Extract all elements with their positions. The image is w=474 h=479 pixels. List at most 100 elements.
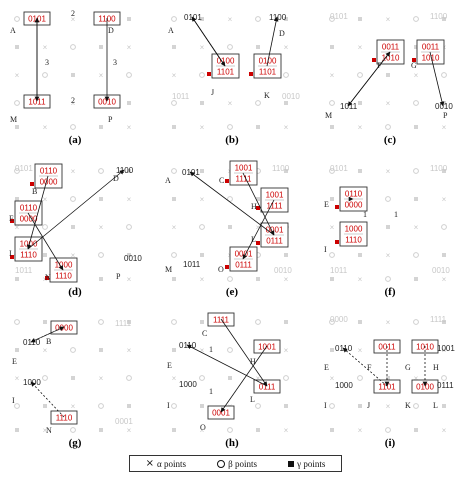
lattice-gamma-point xyxy=(386,73,390,77)
lattice-gamma-point xyxy=(15,348,19,352)
lattice-beta-point xyxy=(70,44,76,50)
point-label: 1 xyxy=(394,210,398,219)
lattice-beta-point xyxy=(441,72,447,78)
point-code: 0010 xyxy=(124,254,142,263)
lattice-gamma-point xyxy=(200,17,204,21)
lattice-beta-point xyxy=(227,427,233,433)
lattice-beta-point xyxy=(255,16,261,22)
panel-caption: (h) xyxy=(225,437,239,449)
lattice-gamma-point xyxy=(330,45,334,49)
lattice-alpha-point: × xyxy=(284,275,289,284)
lattice-alpha-point: × xyxy=(386,318,391,327)
lattice-alpha-point: × xyxy=(414,223,419,232)
transition-arrow xyxy=(220,318,268,387)
panel-caption: (c) xyxy=(384,134,397,146)
lattice-beta-point xyxy=(171,403,177,409)
lattice-beta-point xyxy=(357,72,363,78)
code-box-text: 1001 xyxy=(258,343,276,352)
lattice-beta-point xyxy=(385,276,391,282)
point-label: L xyxy=(433,401,438,410)
code-box-text: 0010 xyxy=(98,98,116,107)
lattice-beta-point xyxy=(98,168,104,174)
lattice-gamma-point xyxy=(99,348,103,352)
lattice-gamma-point xyxy=(43,404,47,408)
lattice-gamma-point xyxy=(386,225,390,229)
lattice-beta-point xyxy=(98,319,104,325)
panel-caption: (d) xyxy=(68,286,82,298)
panel-caption: (a) xyxy=(69,134,82,146)
lattice-beta-point xyxy=(385,124,391,130)
lattice-gamma-point xyxy=(256,277,260,281)
lattice-gamma-point xyxy=(330,125,334,129)
ghost-code: 1111 xyxy=(115,319,132,328)
point-label: M xyxy=(10,115,17,124)
ghost-code: 0010 xyxy=(274,266,292,275)
cross-icon: × xyxy=(145,458,154,469)
lattice-gamma-point xyxy=(15,277,19,281)
lattice-beta-point xyxy=(385,427,391,433)
gamma-marker xyxy=(225,179,229,183)
lattice-beta-point xyxy=(227,44,233,50)
lattice-alpha-point: × xyxy=(200,43,205,52)
ghost-code: 0010 xyxy=(432,266,450,275)
lattice-beta-point xyxy=(413,403,419,409)
transition-arrow xyxy=(220,345,268,413)
panel-caption: (i) xyxy=(385,437,396,449)
stacked-code-top: 0011 xyxy=(422,43,440,52)
transition-arrow xyxy=(30,381,65,418)
lattice-beta-point xyxy=(14,16,20,22)
lattice-alpha-point: × xyxy=(127,43,132,52)
lattice-beta-point xyxy=(413,168,419,174)
lattice-beta-point xyxy=(283,375,289,381)
lattice-alpha-point: × xyxy=(330,223,335,232)
lattice-beta-point xyxy=(227,124,233,130)
stacked-code-bottom: 1111 xyxy=(235,175,252,184)
lattice-gamma-point xyxy=(200,404,204,408)
lattice-beta-point xyxy=(357,375,363,381)
gamma-marker xyxy=(10,255,14,259)
lattice-beta-point xyxy=(14,168,20,174)
stacked-code-bottom: 1010 xyxy=(422,54,440,63)
ghost-code: 1100 xyxy=(430,12,448,21)
point-label: K xyxy=(264,91,270,100)
point-label: E xyxy=(324,200,329,209)
lattice-alpha-point: × xyxy=(386,15,391,24)
lattice-gamma-point xyxy=(256,125,260,129)
gamma-marker xyxy=(335,240,339,244)
lattice-gamma-point xyxy=(256,197,260,201)
lattice-beta-point xyxy=(199,224,205,230)
point-label: I xyxy=(324,245,327,254)
lattice-beta-point xyxy=(441,375,447,381)
point-label: J xyxy=(367,401,370,410)
lattice-alpha-point: × xyxy=(442,195,447,204)
lattice-alpha-point: × xyxy=(284,123,289,132)
transition-arrow xyxy=(27,212,64,271)
lattice-gamma-point xyxy=(330,348,334,352)
lattice-alpha-point: × xyxy=(71,15,76,24)
lattice-alpha-point: × xyxy=(99,71,104,80)
lattice-alpha-point: × xyxy=(71,402,76,411)
lattice-gamma-point xyxy=(414,428,418,432)
lattice-alpha-point: × xyxy=(386,251,391,260)
lattice-alpha-point: × xyxy=(256,223,261,232)
panel-h: ××××××××111110010111000101101000CEHILO11… xyxy=(167,312,289,449)
lattice-alpha-point: × xyxy=(386,99,391,108)
lattice-gamma-point xyxy=(99,197,103,201)
lattice-alpha-point: × xyxy=(43,123,48,132)
lattice-gamma-point xyxy=(127,17,131,21)
lattice-gamma-point xyxy=(228,376,232,380)
lattice-beta-point xyxy=(171,168,177,174)
code-box xyxy=(253,379,281,394)
lattice-gamma-point xyxy=(127,253,131,257)
lattice-beta-point xyxy=(413,100,419,106)
code-box xyxy=(50,410,78,425)
point-label: P xyxy=(116,272,121,281)
lattice-alpha-point: × xyxy=(358,426,363,435)
lattice-beta-point xyxy=(413,252,419,258)
lattice-beta-point xyxy=(283,72,289,78)
lattice-beta-point xyxy=(42,224,48,230)
